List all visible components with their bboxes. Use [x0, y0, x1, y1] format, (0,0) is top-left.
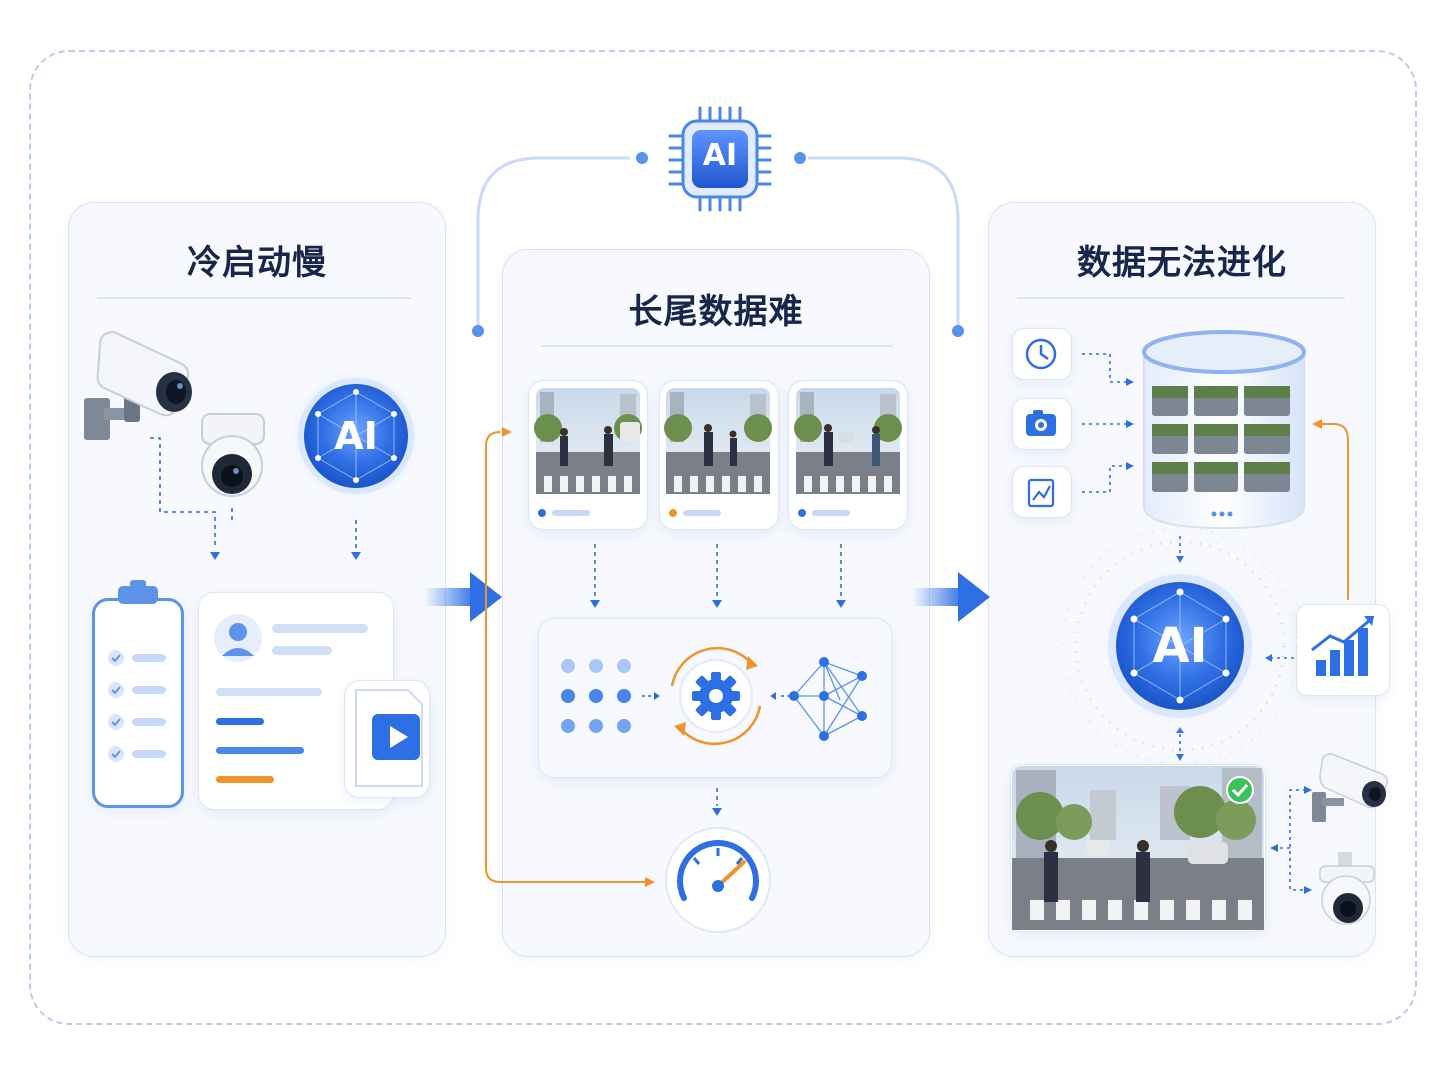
orange-feedback-line [485, 431, 648, 883]
dashed-connector [150, 437, 357, 550]
flow-arrow-2 [912, 572, 990, 622]
chart-icon [1027, 478, 1055, 508]
dome-camera-icon [201, 413, 265, 497]
panel-title-no-evolution: 数据无法进化 [1077, 243, 1287, 283]
dot-halo [1047, 513, 1313, 779]
bullet-camera-icon [84, 330, 192, 440]
panel-title-long-tail: 长尾数据难 [628, 292, 804, 332]
panel-divider [97, 297, 411, 299]
dashed-connector [594, 544, 842, 806]
video-file-icon [355, 689, 423, 787]
chip-label: AI [702, 138, 738, 173]
ai-orb-right [1092, 558, 1268, 734]
check-icon [1226, 776, 1254, 804]
top-connector [476, 156, 960, 330]
profile-icon [214, 614, 262, 662]
dashed-connector [1276, 789, 1306, 891]
chart-icon-card [1012, 466, 1072, 518]
bar-chart-icon [1311, 616, 1374, 676]
speedometer-icon [665, 827, 771, 933]
bullet-camera-icon [1312, 753, 1389, 822]
data-dot-grid [561, 659, 631, 733]
panel-cold-start: 冷启动慢 [68, 202, 446, 957]
arrow-heads [590, 600, 846, 816]
profile-lines [216, 624, 368, 783]
panel-divider [541, 345, 893, 347]
arrow-heads [210, 552, 361, 560]
diagram-frame [29, 50, 1417, 1025]
database-icon [1142, 330, 1306, 530]
chip-icon [668, 106, 772, 212]
street-image [664, 388, 772, 494]
connector-dots [472, 152, 964, 337]
camera-icon [1026, 410, 1056, 436]
ai-orb-left-label: AI [334, 414, 378, 458]
neural-network-icon [789, 657, 867, 741]
orange-feedback-line [1320, 423, 1349, 600]
gear-icon [670, 646, 762, 746]
clock-icon [1025, 338, 1057, 370]
thumb-captions [538, 509, 850, 517]
clipboard-icon [108, 580, 166, 762]
flow-arrow-1 [424, 572, 502, 622]
clipboard-card [92, 598, 184, 808]
panel-divider [1017, 297, 1345, 299]
dome-camera-icon [1319, 852, 1375, 925]
bar-chart-card [1296, 604, 1390, 696]
panel-title-cold-start: 冷启动慢 [187, 243, 327, 283]
ai-orb-left [282, 362, 430, 510]
ai-orb-right-label: AI [1152, 618, 1208, 674]
dashed-connector [1082, 353, 1126, 493]
street-image [794, 388, 902, 494]
street-image [534, 388, 642, 494]
